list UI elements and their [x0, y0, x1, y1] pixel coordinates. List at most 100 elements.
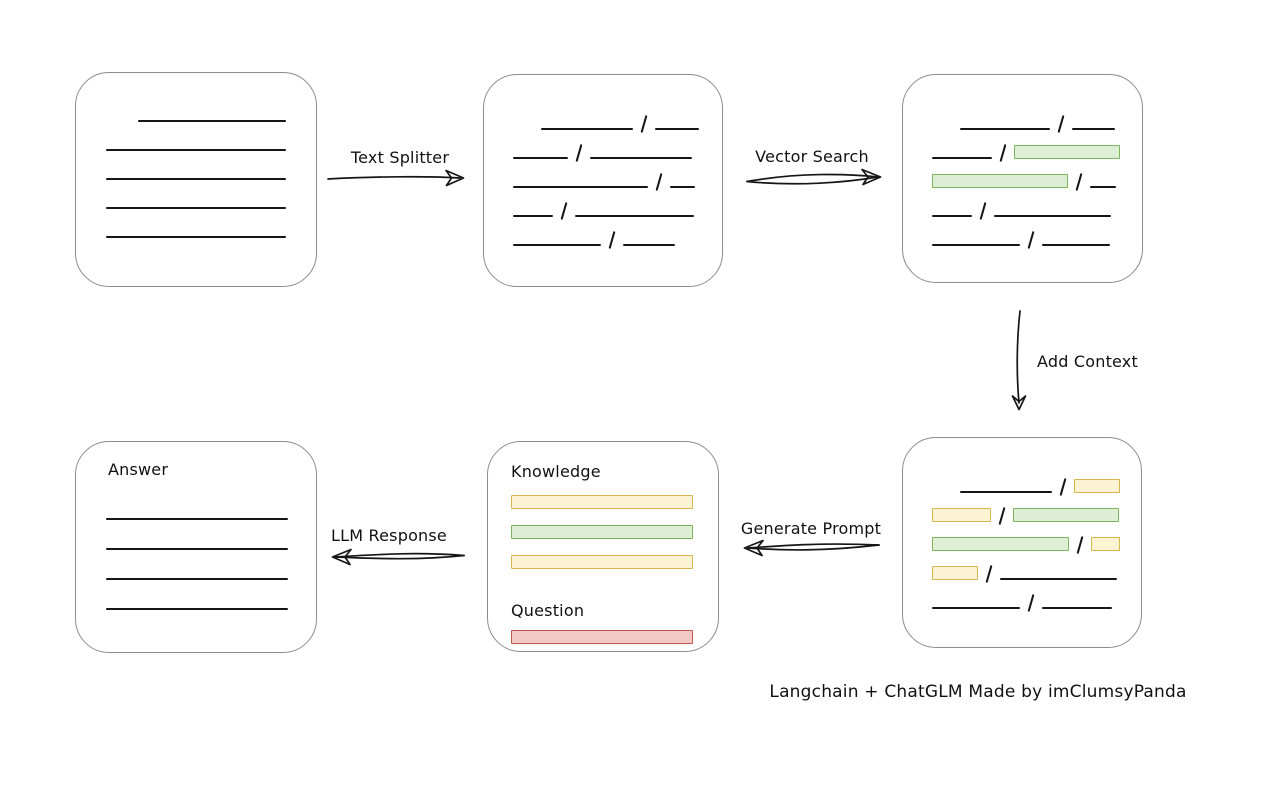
context-chunks-lines	[903, 438, 1141, 612]
text-line	[106, 236, 286, 238]
slash-separator	[1027, 594, 1035, 612]
question-label: Question	[511, 601, 585, 620]
segment-row	[513, 101, 699, 133]
text-line	[1072, 128, 1115, 130]
indent-space	[513, 129, 541, 130]
llm-response-arrow	[331, 548, 465, 566]
segment-row	[511, 630, 693, 660]
knowledge-label: Knowledge	[511, 462, 601, 481]
green-highlight-bar	[511, 525, 693, 539]
indent-space	[932, 129, 960, 130]
answer-label: Answer	[108, 460, 169, 479]
segment-row	[932, 101, 1115, 133]
vector-matches-box	[902, 74, 1143, 283]
segment-row	[932, 217, 1114, 249]
text-line	[960, 128, 1050, 130]
yellow-highlight-bar	[511, 555, 693, 569]
text-line	[513, 157, 568, 159]
answer-box: Answer	[75, 441, 317, 653]
green-highlight-bar	[932, 174, 1068, 188]
text-line	[590, 157, 692, 159]
text-splitter-label: Text Splitter	[350, 148, 450, 167]
text-line	[106, 578, 288, 580]
text-line	[513, 215, 553, 217]
vector-matches-lines	[903, 75, 1142, 249]
yellow-highlight-bar	[511, 495, 693, 509]
text-splitter-arrow	[327, 169, 465, 187]
text-line	[1042, 244, 1110, 246]
add-context-arrow	[1011, 310, 1027, 411]
segment-row	[106, 93, 286, 122]
segment-row	[932, 464, 1120, 496]
knowledge-bars	[511, 495, 693, 585]
segment-row	[932, 159, 1116, 191]
segment-row	[932, 188, 1114, 220]
text-line	[1000, 578, 1117, 580]
segment-row	[513, 159, 695, 191]
answer-lines	[76, 490, 316, 610]
yellow-highlight-bar	[1074, 479, 1120, 493]
text-line	[106, 178, 286, 180]
green-highlight-bar	[1013, 508, 1119, 522]
segment-row	[511, 555, 693, 585]
llm-response-label: LLM Response	[331, 526, 447, 545]
text-line	[932, 157, 992, 159]
split-chunks-lines	[484, 75, 722, 249]
text-line	[932, 215, 972, 217]
text-line	[513, 244, 601, 246]
segment-row	[932, 493, 1119, 525]
segment-row	[513, 217, 694, 249]
vector-search-arrow	[746, 168, 882, 186]
green-highlight-bar	[1014, 145, 1120, 159]
text-line	[513, 186, 648, 188]
text-line	[106, 608, 288, 610]
segment-row	[513, 188, 694, 220]
text-line	[1090, 186, 1116, 188]
segment-row	[106, 550, 288, 580]
text-line	[960, 491, 1052, 493]
text-line	[541, 128, 633, 130]
yellow-highlight-bar	[932, 566, 978, 580]
generate-prompt-arrow	[743, 539, 880, 557]
split-chunks-box	[483, 74, 723, 287]
context-chunks-box	[902, 437, 1142, 648]
segment-row	[932, 580, 1113, 612]
red-highlight-bar	[511, 630, 693, 644]
segment-row	[511, 525, 693, 555]
source-document-box	[75, 72, 317, 287]
text-line	[106, 518, 288, 520]
segment-row	[932, 522, 1120, 554]
segment-row	[106, 180, 286, 209]
text-line	[138, 120, 286, 122]
segment-row	[106, 151, 286, 180]
segment-row	[106, 122, 286, 151]
text-line	[106, 548, 288, 550]
green-highlight-bar	[932, 537, 1069, 551]
text-line	[575, 215, 694, 217]
indent-space	[932, 492, 960, 493]
vector-search-label: Vector Search	[755, 147, 869, 166]
text-line	[623, 244, 675, 246]
text-line	[932, 607, 1020, 609]
slash-separator	[1027, 231, 1035, 249]
yellow-highlight-bar	[932, 508, 991, 522]
indent-space	[106, 121, 138, 122]
prompt-box: Knowledge Question	[487, 441, 719, 652]
segment-row	[932, 130, 1120, 162]
yellow-highlight-bar	[1091, 537, 1120, 551]
text-line	[106, 149, 286, 151]
text-line	[106, 207, 286, 209]
text-line	[932, 244, 1020, 246]
segment-row	[513, 130, 694, 162]
generate-prompt-label: Generate Prompt	[740, 519, 882, 538]
segment-row	[932, 551, 1117, 583]
text-line	[670, 186, 695, 188]
segment-row	[106, 580, 288, 610]
text-line	[994, 215, 1111, 217]
slash-separator	[608, 231, 616, 249]
question-bar	[511, 630, 693, 660]
add-context-label: Add Context	[1037, 352, 1138, 371]
segment-row	[511, 495, 693, 525]
diagram-caption: Langchain + ChatGLM Made by imClumsyPand…	[769, 682, 1187, 702]
